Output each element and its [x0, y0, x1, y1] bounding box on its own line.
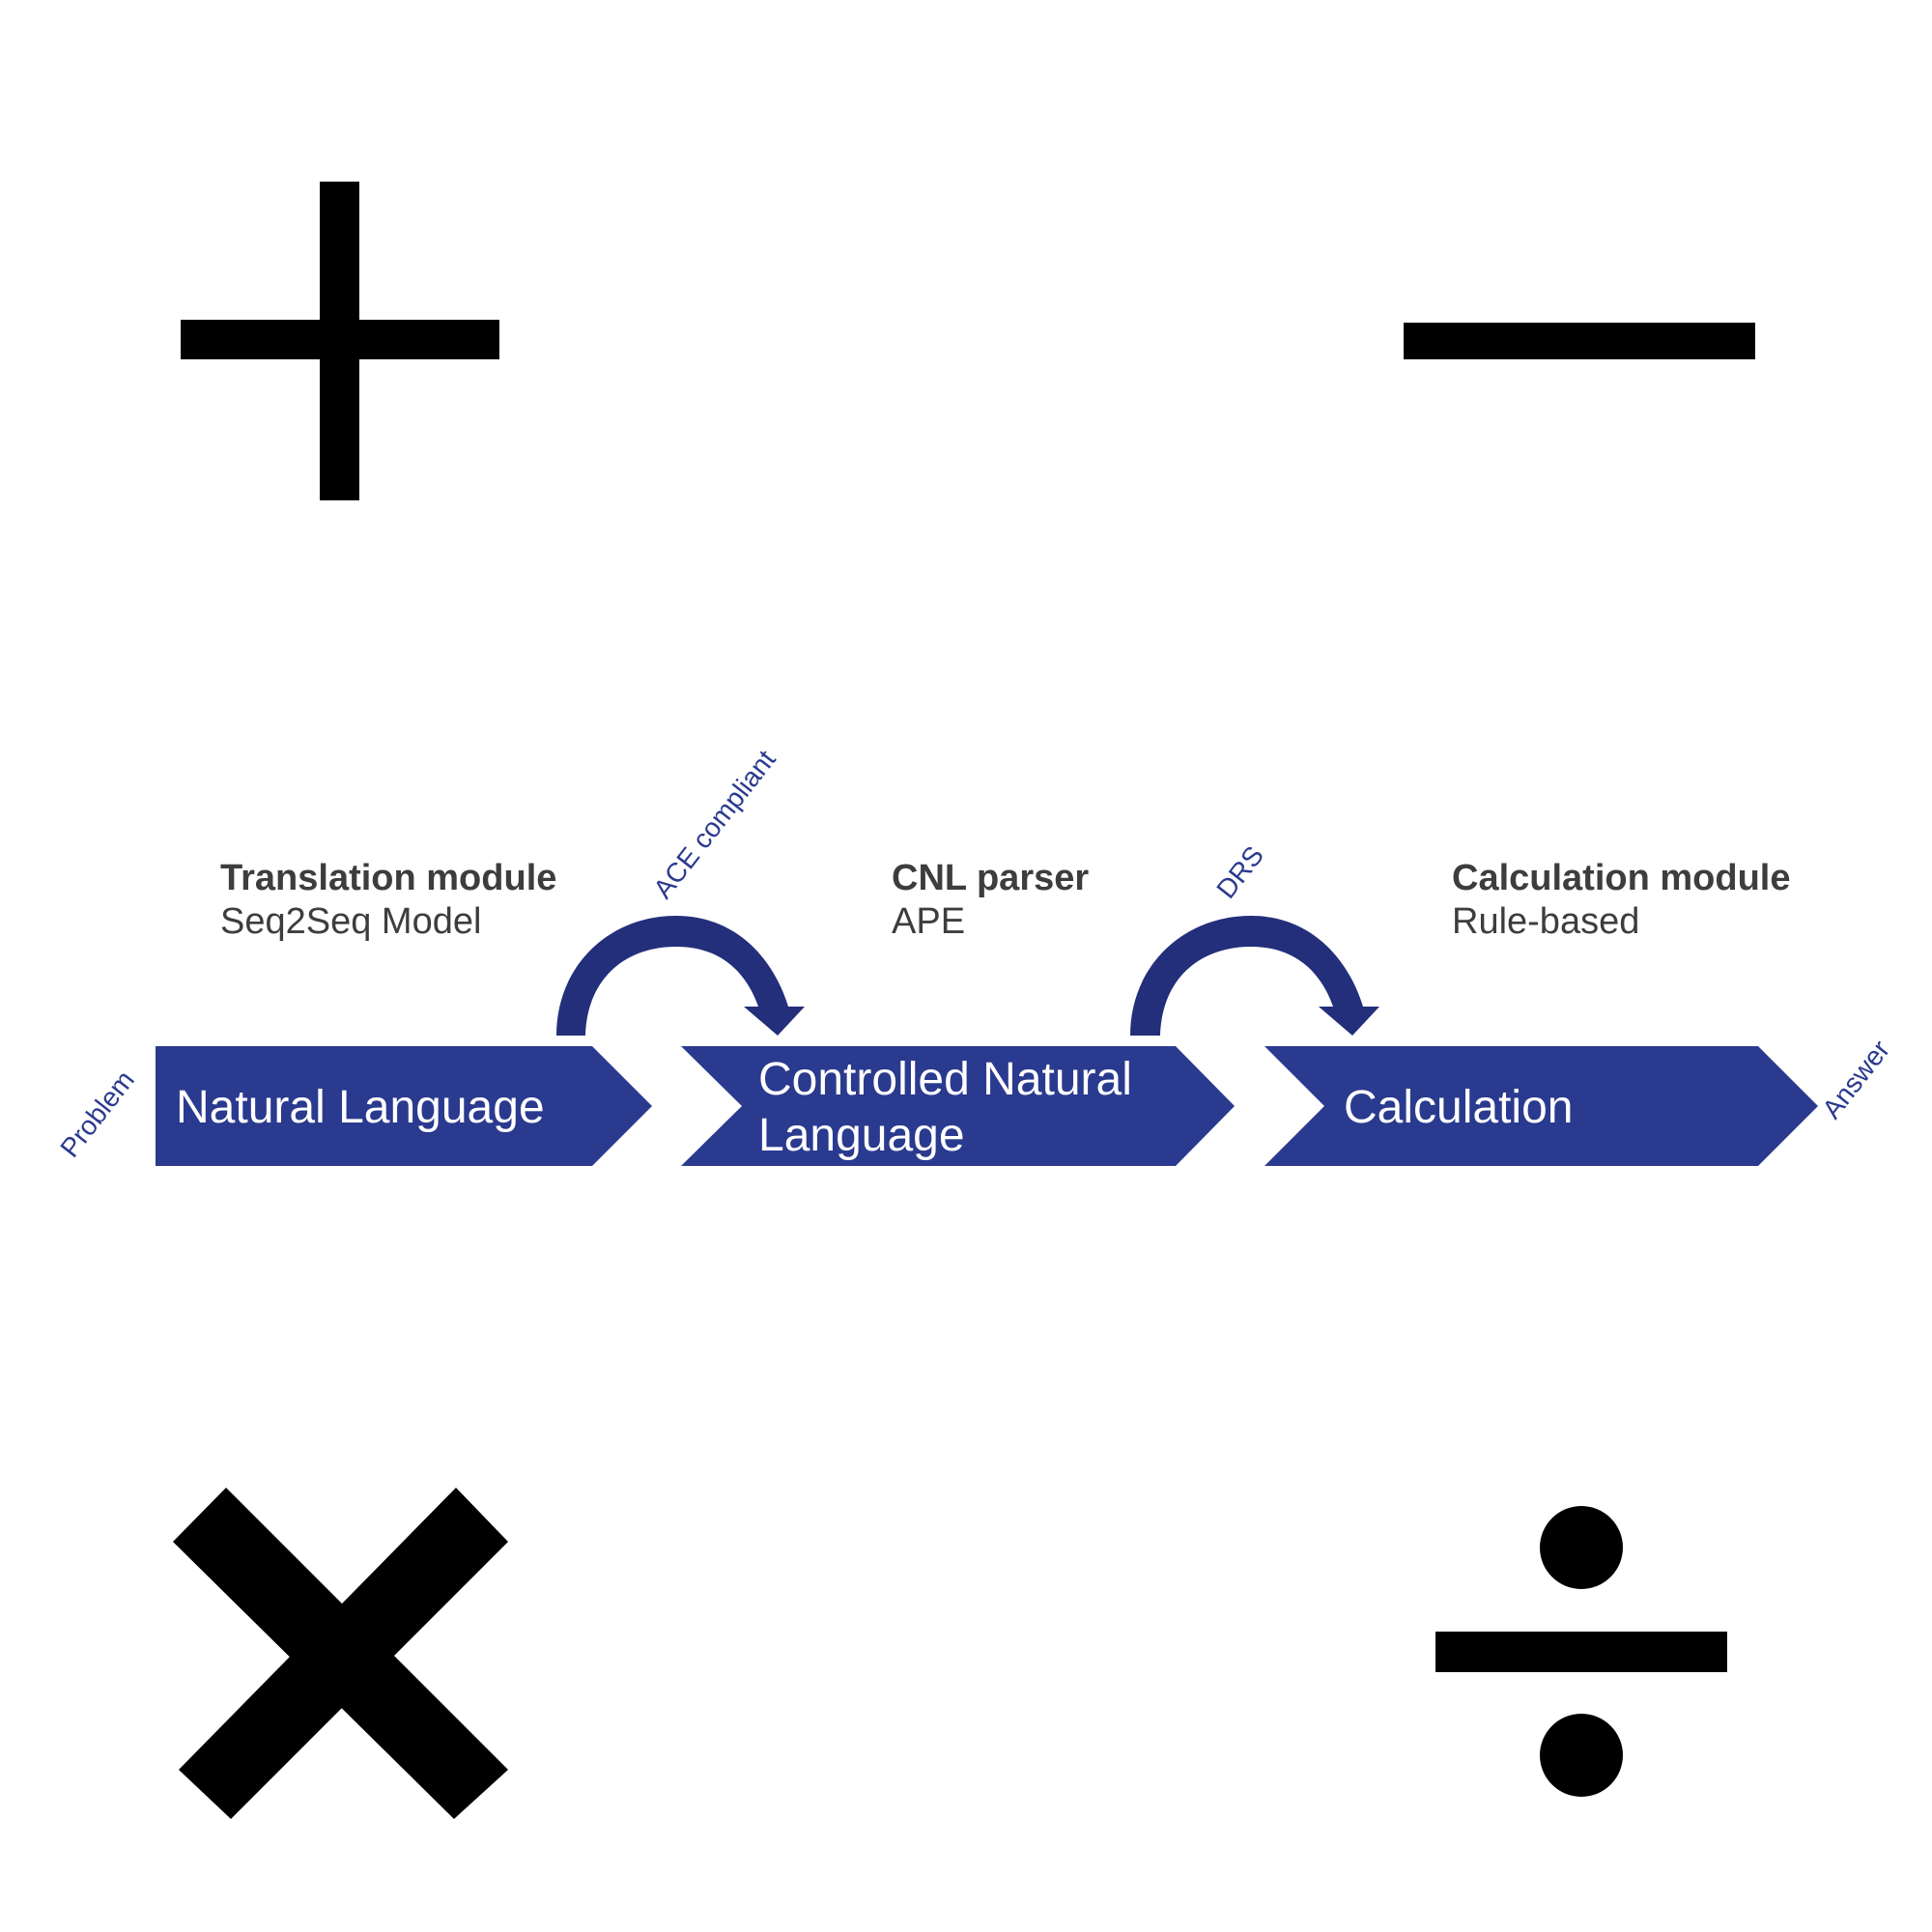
flow-label-drs: DRS: [1210, 840, 1269, 904]
module-subtitle-cnl-parser: APE: [892, 901, 965, 942]
times-icon: [173, 1488, 508, 1819]
stage-label-calculation: Calculation: [1344, 1082, 1573, 1133]
minus-icon: [1404, 323, 1755, 359]
stage-chevron-calculation: [1264, 1046, 1818, 1166]
curved-arrow-1: [556, 916, 805, 1036]
flow-label-answer: Answer: [1816, 1035, 1895, 1124]
module-title-cnl-parser: CNL parser: [892, 858, 1089, 898]
module-subtitle-translation: Seq2Seq Model: [220, 901, 481, 942]
curved-arrow-2: [1130, 916, 1379, 1036]
stage-label-controlled-natural-line2: Language: [758, 1110, 965, 1161]
module-title-translation: Translation module: [220, 858, 556, 898]
flow-label-problem: Problem: [54, 1065, 140, 1162]
flow-label-ace-compliant: ACE compliant: [647, 745, 781, 904]
stage-chevron-controlled-natural-language: [681, 1046, 1235, 1166]
stage-label-controlled-natural-line1: Controlled Natural: [758, 1054, 1132, 1105]
module-subtitle-calculation: Rule-based: [1452, 901, 1639, 942]
plus-icon: [181, 182, 499, 500]
stage-label-natural-language: Natural Language: [176, 1082, 545, 1133]
divide-icon: [1435, 1506, 1727, 1797]
stage-chevron-natural-language: [156, 1046, 652, 1166]
module-title-calculation: Calculation module: [1452, 858, 1790, 898]
